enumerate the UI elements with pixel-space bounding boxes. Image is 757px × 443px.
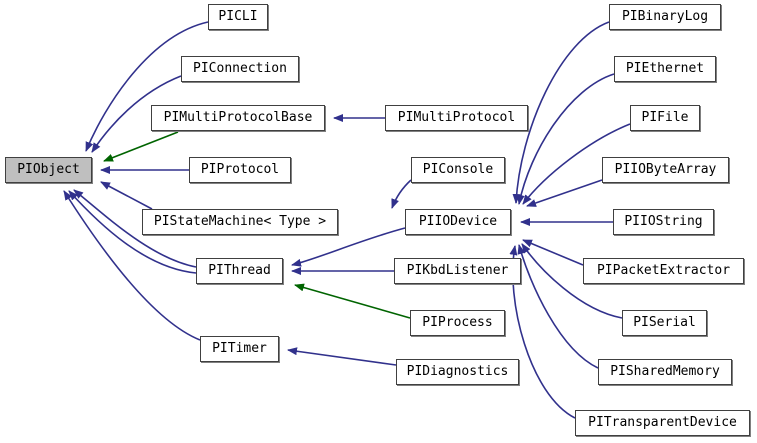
class-node-PIConnection[interactable]: PIConnection <box>181 56 299 82</box>
class-node-PISerial[interactable]: PISerial <box>622 310 707 336</box>
class-node-PIConsole[interactable]: PIConsole <box>411 157 505 183</box>
class-node-PIIOString[interactable]: PIIOString <box>613 209 714 235</box>
edge-PIMultiProtocolBase-to-PIObject <box>103 131 179 162</box>
edge-PIDiagnostics-to-PITimer <box>287 347 397 366</box>
class-node-PIEthernet[interactable]: PIEthernet <box>614 56 716 82</box>
edge-PIProcess-to-PIThread <box>294 283 411 319</box>
edge-PICLI-to-PIObject <box>85 21 209 152</box>
edge-PIIOByteArray-to-PIIODevice <box>526 179 603 207</box>
class-node-PIIOByteArray[interactable]: PIIOByteArray <box>602 157 729 183</box>
class-node-PIProtocol[interactable]: PIProtocol <box>189 157 291 183</box>
class-node-PIBinaryLog[interactable]: PIBinaryLog <box>609 4 721 30</box>
class-node-PISharedMemory[interactable]: PISharedMemory <box>598 359 732 385</box>
class-node-PIIODevice[interactable]: PIIODevice <box>405 209 511 235</box>
class-node-PITransparentDevice[interactable]: PITransparentDevice <box>575 410 750 436</box>
class-node-PITimer[interactable]: PITimer <box>200 336 279 362</box>
class-node-PIPacketExtractor[interactable]: PIPacketExtractor <box>583 258 744 284</box>
class-node-PIFile[interactable]: PIFile <box>630 105 700 131</box>
edge-PIEthernet-to-PIIODevice <box>516 73 615 205</box>
class-node-PIStateMachine[interactable]: PIStateMachine< Type > <box>142 209 338 235</box>
edge-PIBinaryLog-to-PIIODevice <box>512 21 610 204</box>
edge-PIPacketExtractor-to-PIIODevice <box>522 239 584 266</box>
class-node-PICLI[interactable]: PICLI <box>208 4 268 30</box>
class-node-PIThread[interactable]: PIThread <box>196 258 283 284</box>
edge-PITransparentDevice-to-PIIODevice <box>509 245 576 419</box>
edge-PIStateMachine-to-PIObject <box>100 181 153 210</box>
class-node-PIDiagnostics[interactable]: PIDiagnostics <box>396 359 519 385</box>
class-node-PIKbdListener[interactable]: PIKbdListener <box>394 258 521 284</box>
class-node-PIProcess[interactable]: PIProcess <box>410 310 505 336</box>
edge-PIConsole-to-PIIODevice <box>391 179 412 209</box>
class-node-PIMultiProtocolBase[interactable]: PIMultiProtocolBase <box>151 105 325 131</box>
class-node-PIObject[interactable]: PIObject <box>5 157 92 183</box>
class-node-PIMultiProtocol[interactable]: PIMultiProtocol <box>385 105 528 131</box>
